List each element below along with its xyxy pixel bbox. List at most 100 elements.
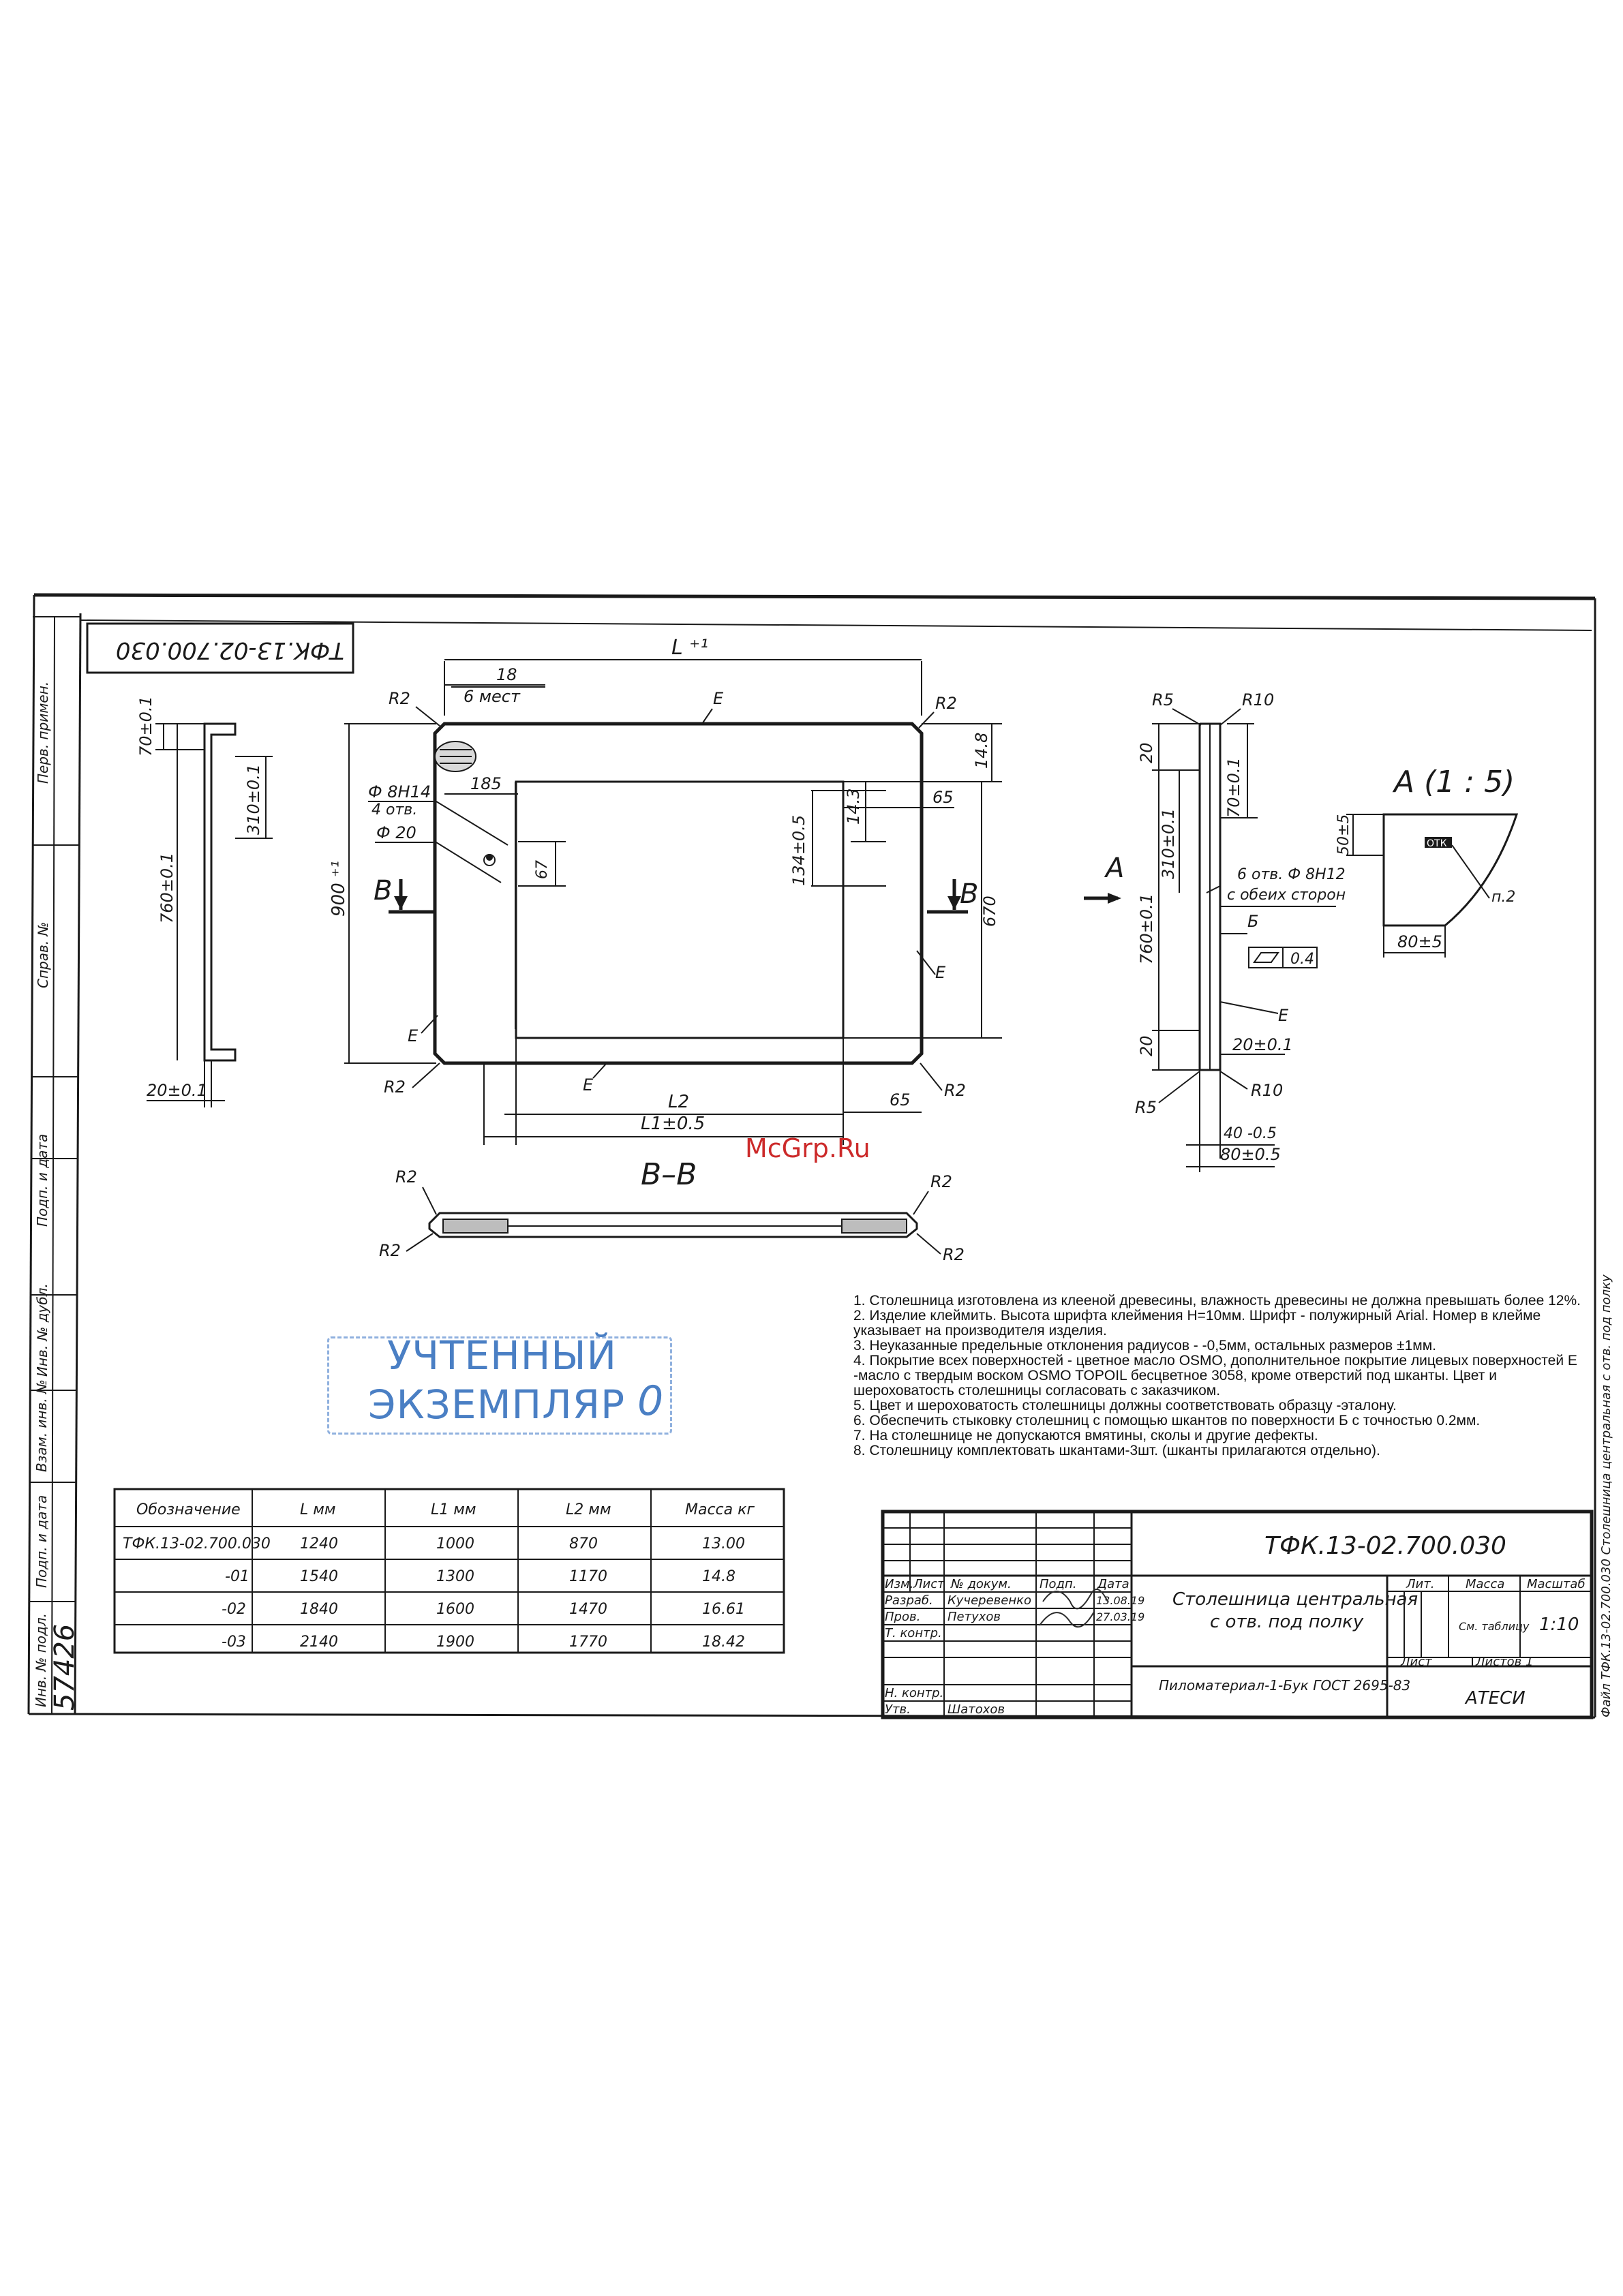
table-cell: 1300 xyxy=(436,1568,474,1585)
table-cell: 1000 xyxy=(436,1535,474,1552)
tb-person-prov: Петухов xyxy=(947,1610,1001,1624)
technical-notes: 1. Столешница изготовлена из клееной дре… xyxy=(853,1294,1590,1458)
dim-side-40: 40 -0.5 xyxy=(1224,1125,1277,1142)
tb-role-nkontr: Н. контр. xyxy=(885,1686,943,1700)
side-view: 20 R5 R10 310±0.1 70±0.1 760±0.1 А 6 отв… xyxy=(1084,690,1346,1172)
dim-L2: L2 xyxy=(668,1092,689,1112)
tb-col-mass: Масса xyxy=(1466,1577,1504,1591)
table-cell: 1540 xyxy=(300,1568,338,1585)
note-1: 1. Столешница изготовлена из клееной дре… xyxy=(853,1293,1581,1308)
tb-name-line1: Столешница центральная xyxy=(1172,1589,1418,1610)
table-header-mass: Масса кг xyxy=(685,1501,755,1518)
section-mark-b-left: В xyxy=(374,875,392,906)
note-7: 7. На столешнице не допускаются вмятины,… xyxy=(853,1428,1318,1443)
label-side-holes2: с обеих сторон xyxy=(1227,887,1346,904)
label-side-r10: R10 xyxy=(1242,690,1274,709)
dim-left-70: 70±0.1 xyxy=(136,696,155,756)
table-cell: -01 xyxy=(225,1568,249,1585)
section-r2-bl: R2 xyxy=(379,1241,401,1260)
watermark-text: McGrp.Ru xyxy=(745,1133,870,1163)
rotated-designation-box: ТФК.13-02.700.030 xyxy=(86,622,354,674)
tb-person-utv: Шатохов xyxy=(947,1702,1005,1717)
side-label-inv-podl: Инв. № подл. xyxy=(33,1613,49,1707)
label-side-holes: 6 отв. Ф 8H12 xyxy=(1237,866,1346,883)
dim-65-bottom: 65 xyxy=(890,1090,911,1109)
dim-side-20a: 20 xyxy=(1137,742,1156,763)
detail-otk: ОТК xyxy=(1427,838,1447,849)
note-2: 2. Изделие клеймить. Высота шрифта клейм… xyxy=(853,1308,1541,1338)
title-block: Изм. Лист № докум. Подп. Дата Разраб. Пр… xyxy=(881,1510,1594,1719)
tb-header-podp: Подп. xyxy=(1040,1577,1076,1591)
table-header-L1: L1 мм xyxy=(431,1501,476,1518)
dim-left-310: 310±0.1 xyxy=(244,764,263,835)
table-cell: -02 xyxy=(222,1601,246,1618)
label-side-r5: R5 xyxy=(1152,690,1174,709)
table-cell: 13.00 xyxy=(702,1535,745,1552)
table-cell: 1240 xyxy=(300,1535,338,1552)
table-cell: 1840 xyxy=(300,1601,338,1618)
stamp-border xyxy=(327,1336,672,1435)
table-cell: 1900 xyxy=(436,1634,474,1651)
tb-designation: ТФК.13-02.700.030 xyxy=(1264,1532,1506,1560)
detail-a-title: А (1 : 5) xyxy=(1392,765,1515,799)
dim-6mest: 6 мест xyxy=(464,687,521,706)
table-cell: 16.61 xyxy=(702,1601,745,1618)
label-side-b: Б xyxy=(1247,912,1258,931)
tb-role-tkontr: Т. контр. xyxy=(885,1626,942,1640)
note-8: 8. Столешницу комплектовать шкантами-3шт… xyxy=(853,1443,1380,1458)
main-front-view: L ⁺¹ 18 6 мест R2 R2 R2 R2 Е Е Е Е 14.8 … xyxy=(329,636,1002,1145)
tb-person-razrab: Кучеревенко xyxy=(947,1593,1031,1608)
table-cell: 1170 xyxy=(569,1568,607,1585)
tb-sheets: Листов 1 xyxy=(1475,1655,1533,1669)
label-r2-bl: R2 xyxy=(384,1077,406,1097)
table-header-L2: L2 мм xyxy=(566,1501,611,1518)
label-side-e: Е xyxy=(1278,1006,1289,1025)
side-label-podp-data-2: Подп. и дата xyxy=(33,1495,50,1588)
section-title: В–В xyxy=(641,1157,697,1192)
table-cell: 1600 xyxy=(436,1601,474,1618)
tb-role-utv: Утв. xyxy=(885,1702,911,1717)
section-r2-tr: R2 xyxy=(930,1172,952,1191)
tb-header-dokum: № докум. xyxy=(950,1577,1012,1591)
tb-header-izm: Изм. xyxy=(885,1577,913,1591)
label-r2-tr: R2 xyxy=(935,694,957,713)
dim-side-20b: 20 xyxy=(1137,1035,1156,1056)
left-profile-view: 70±0.1 310±0.1 760±0.1 20±0.1 xyxy=(136,696,273,1107)
section-r2-br: R2 xyxy=(943,1245,965,1264)
side-inv-number: 57426 xyxy=(49,1624,80,1711)
view-a-label: А xyxy=(1104,853,1124,884)
label-r2-tl: R2 xyxy=(389,689,410,708)
tb-material: Пиломатериал-1-Бук ГОСТ 2695-83 xyxy=(1159,1677,1410,1694)
dim-18: 18 xyxy=(496,665,517,684)
label-hole-8h14: Ф 8H14 xyxy=(368,782,431,801)
table-cell: ТФК.13-02.700.030 xyxy=(123,1535,271,1552)
tb-name-line2: с отв. под полку xyxy=(1210,1612,1364,1632)
tb-date-1: 13.08.19 xyxy=(1096,1594,1144,1607)
tb-date-2: 27.03.19 xyxy=(1096,1610,1144,1623)
stamp-mark: 0 xyxy=(637,1377,665,1425)
dim-14-3: 14.3 xyxy=(844,789,863,825)
note-5: 5. Цвет и шероховатость столешницы должн… xyxy=(853,1398,1397,1413)
table-cell: 1770 xyxy=(569,1634,607,1651)
table-cell: 18.42 xyxy=(702,1634,745,1651)
tb-col-lit: Лит. xyxy=(1406,1577,1434,1591)
detail-dim-50: 50±5 xyxy=(1335,814,1352,855)
dim-left-20: 20±0.1 xyxy=(147,1081,207,1100)
dim-134: 134±0.5 xyxy=(789,815,808,886)
dim-14-8: 14.8 xyxy=(972,733,991,769)
label-side-r10b: R10 xyxy=(1251,1081,1283,1100)
dim-side-70: 70±0.1 xyxy=(1224,757,1243,818)
label-side-tolerance: 0.4 xyxy=(1290,951,1314,968)
dim-side-80: 80±0.5 xyxy=(1220,1145,1281,1164)
label-e-right: Е xyxy=(935,963,946,982)
stamp-line2: ЭКЗЕМПЛЯР xyxy=(368,1381,626,1428)
stamp-line1: УЧТЕННЫЙ xyxy=(387,1332,617,1379)
table-header-designation: Обозначение xyxy=(136,1501,241,1518)
dim-L: L ⁺¹ xyxy=(671,636,708,660)
dim-side-310: 310±0.1 xyxy=(1159,808,1178,879)
note-3: 3. Неуказанные предельные отклонения рад… xyxy=(853,1338,1436,1353)
dim-side-20-01: 20±0.1 xyxy=(1232,1035,1293,1054)
label-r2-br: R2 xyxy=(944,1081,966,1100)
detail-n2: п.2 xyxy=(1491,889,1515,906)
label-e-left: Е xyxy=(408,1026,419,1045)
